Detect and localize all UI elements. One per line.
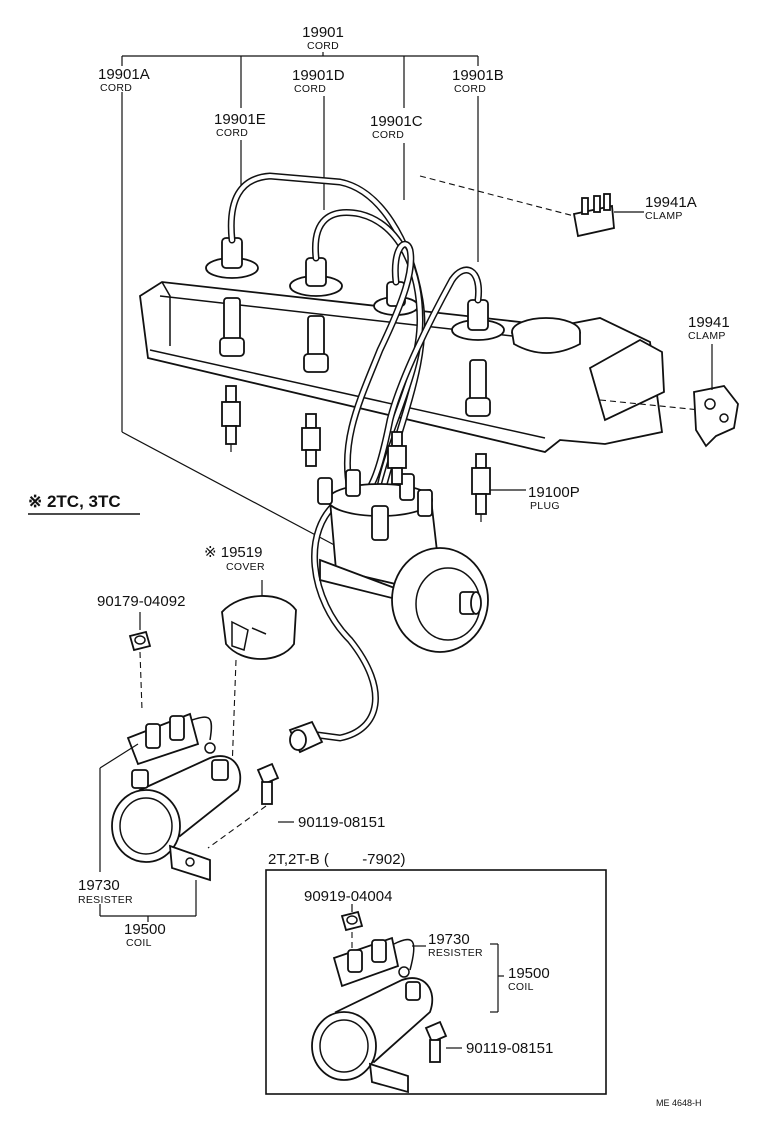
label-clamp: 19941 CLAMP (688, 314, 730, 342)
label-cover: ※ 19519 COVER (204, 544, 265, 573)
label-name: COVER (226, 561, 265, 573)
label-inset-resister: 19730 RESISTER (428, 931, 483, 959)
label-number: 19100P (528, 484, 580, 501)
cylinder-head-cover (139, 281, 665, 453)
spark-plug-1 (221, 385, 241, 452)
label-inset-coil: 19500 COIL (508, 965, 550, 993)
label-name: RESISTER (78, 894, 133, 906)
footer-code: ME 4648-H (656, 1098, 702, 1108)
label-cord-main: 19901 CORD (302, 24, 344, 52)
label-nut: 90179-04092 (97, 593, 185, 610)
plug-boot-b (451, 299, 505, 417)
label-number: 19901D (292, 67, 345, 84)
label-number: 19500 (124, 921, 166, 938)
label-number: 90179-04092 (97, 593, 185, 610)
label-section-note: ※ 2TC, 3TC (28, 492, 140, 515)
inset-box-2t (265, 869, 607, 1095)
distributor-cover-19519 (221, 580, 297, 660)
nut-90179-04092 (128, 612, 152, 652)
spark-plug-3 (387, 431, 407, 485)
label-name: CLAMP (645, 210, 683, 222)
resister-19730 (126, 712, 216, 766)
label-inset-title: 2T,2T-B ( -7902) (268, 851, 406, 868)
cord-bracket (121, 52, 479, 549)
label-plug: 19100P PLUG (528, 484, 580, 512)
label-inset-bolt: 90119-08151 (466, 1040, 553, 1057)
label-number: 19901B (452, 67, 504, 84)
label-number: 19901E (214, 111, 266, 128)
label-number: ※ 19519 (204, 544, 262, 561)
spark-plug-2 (301, 413, 321, 467)
label-number: 19941 (688, 314, 730, 331)
spark-plug-4 (471, 453, 526, 522)
label-number: 19941A (645, 194, 697, 211)
label-name: PLUG (530, 500, 560, 512)
distributor (317, 469, 489, 653)
label-name: CORD (307, 40, 339, 52)
resister-coil-bracket (99, 743, 197, 922)
section-note: ※ 2TC, 3TC (28, 492, 121, 511)
label-number: 19730 (78, 877, 120, 894)
label-name: COIL (508, 981, 534, 993)
label-number: 19901A (98, 66, 150, 83)
label-coil: 19500 COIL (124, 921, 166, 949)
label-number: 19901C (370, 113, 423, 130)
label-name: CLAMP (688, 330, 726, 342)
label-name: COIL (126, 937, 152, 949)
inset-title: 2T,2T-B ( -7902) (268, 851, 406, 868)
label-number: 19730 (428, 931, 470, 948)
label-name: RESISTER (428, 947, 483, 959)
ignition-coil-19500 (111, 755, 242, 882)
label-cord-c: 19901C CORD (370, 113, 423, 141)
label-cord-d: 19901D CORD (292, 67, 345, 95)
label-cord-a: 19901A CORD (98, 66, 150, 94)
label-name: CORD (372, 129, 404, 141)
label-bolt: 90119-08151 (298, 814, 385, 831)
ignition-cords (227, 172, 483, 742)
plug-boot-d (289, 257, 343, 373)
bolt-90119-08151 (256, 762, 294, 823)
label-cord-b: 19901B CORD (452, 67, 504, 95)
label-number: 90919-04004 (304, 888, 392, 905)
label-name: CORD (294, 83, 326, 95)
clamp-19941a (572, 193, 644, 238)
label-clamp-a: 19941A CLAMP (645, 194, 697, 222)
label-cord-e: 19901E CORD (214, 111, 266, 139)
label-name: CORD (454, 83, 486, 95)
clamp-19941 (693, 344, 739, 448)
label-number: 19500 (508, 965, 550, 982)
label-name: CORD (216, 127, 248, 139)
label-inset-nut: 90919-04004 (304, 888, 392, 905)
label-resister: 19730 RESISTER (78, 877, 133, 906)
label-number: 90119-08151 (466, 1040, 553, 1057)
plug-boot-e (205, 237, 259, 357)
label-number: 90119-08151 (298, 814, 385, 831)
label-name: CORD (100, 82, 132, 94)
label-number: 19901 (302, 24, 344, 41)
coil-wire-terminal (288, 720, 324, 754)
